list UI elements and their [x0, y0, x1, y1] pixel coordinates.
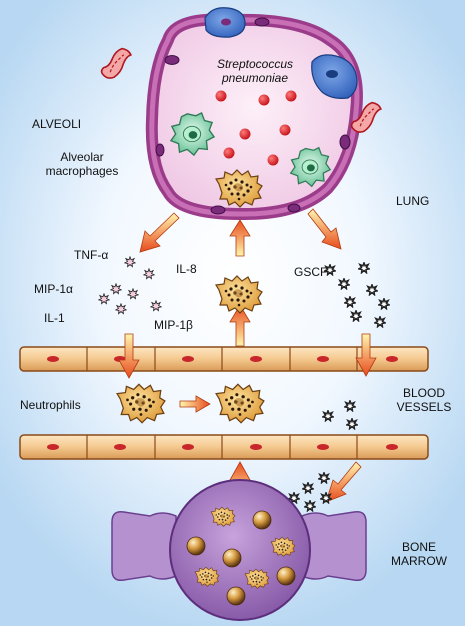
arrow-gscf-to-marrow: [325, 461, 362, 503]
neutrophils-label: Neutrophils: [20, 398, 81, 412]
cytokines-pink: [98, 256, 162, 315]
tnf-alpha-label: TNF-α: [74, 248, 109, 262]
mip1-beta-label: MIP-1β: [154, 318, 193, 332]
cytokines-gscf-marrow: [288, 472, 332, 512]
epithelial-cell-right: [311, 54, 358, 99]
cytokines-gscf-vessel: [322, 400, 358, 430]
arrow-cytokines-into-vessel: [118, 333, 140, 379]
neutrophil-il8: [215, 275, 263, 314]
epithelial-cell-top: [204, 7, 246, 38]
red-blood-cell-left: [99, 44, 133, 83]
bone-marrow-label: BONE MARROW: [391, 540, 447, 568]
bacteria-cluster: [215, 90, 297, 166]
cytokines-gscf-lung: [324, 262, 390, 328]
arrow-neutrophil-transit: [179, 395, 211, 413]
arrow-macrophage-to-gscf: [307, 208, 342, 250]
blood-vessels-label: BLOOD VESSELS: [396, 386, 452, 414]
bone-marrow: [111, 479, 367, 621]
arrow-gscf-into-vessel: [355, 333, 377, 377]
arrow-up-to-alveolus: [229, 219, 251, 257]
mip1-alpha-label: MIP-1α: [34, 282, 73, 296]
gscf-label: GSCF: [294, 265, 328, 279]
neutrophil-vessel-left: [116, 383, 166, 424]
bacteria-label: Streptococcus pneumoniae: [216, 57, 294, 85]
alveoli-label: ALVEOLI: [32, 117, 82, 131]
arrow-macrophage-to-cytokines: [139, 212, 180, 253]
arrow-il8-up-vessel: [229, 304, 251, 347]
il8-label: IL-8: [176, 262, 197, 276]
il1-label: IL-1: [44, 311, 65, 325]
alveolar-macrophages-label: Alveolar macrophages: [45, 150, 119, 178]
lung-label: LUNG: [396, 194, 430, 208]
neutrophil-vessel-right: [215, 383, 265, 424]
blood-vessel-lower: [19, 434, 429, 460]
